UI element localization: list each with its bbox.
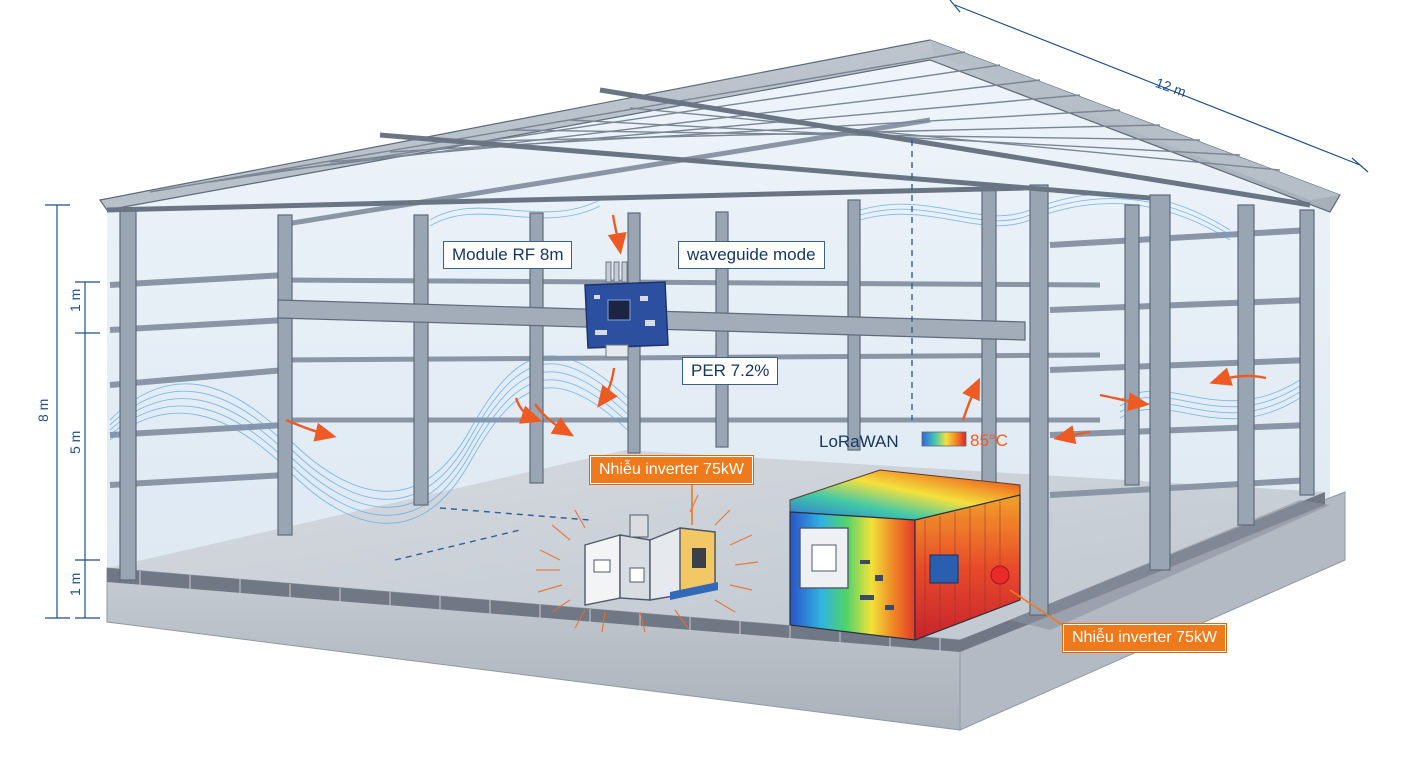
rf-module-icon	[584, 261, 669, 358]
per-label: PER 7.2%	[682, 357, 779, 385]
waveguide-label: waveguide mode	[678, 241, 825, 269]
thermal-cabinet-icon	[691, 469, 1071, 641]
inverter-noise-label-left: Nhiễu inverter 75kW	[589, 455, 754, 485]
signal-arrows	[285, 214, 1267, 445]
lorawan-label: LoRaWAN	[819, 432, 899, 451]
dimension-height-mid: 5 m	[67, 431, 83, 454]
module-rf-label: Module RF 8m	[443, 241, 573, 269]
temperature-label: 85°C	[970, 431, 1008, 450]
inverter-icon	[536, 494, 759, 633]
thermal-scale-icon	[921, 431, 967, 447]
dimension-height-bottom: 1 m	[67, 573, 83, 596]
reference-lines	[394, 140, 913, 561]
dimension-height-top: 1 m	[67, 289, 83, 312]
dimension-width: 12 m	[1154, 74, 1189, 100]
inverter-noise-label-right: Nhiễu inverter 75kW	[1062, 623, 1227, 653]
dimension-lines	[45, 0, 1369, 619]
dimension-height-total: 8 m	[35, 399, 51, 422]
right-wall-girts	[1049, 227, 1311, 498]
roof-structure	[98, 39, 1341, 213]
